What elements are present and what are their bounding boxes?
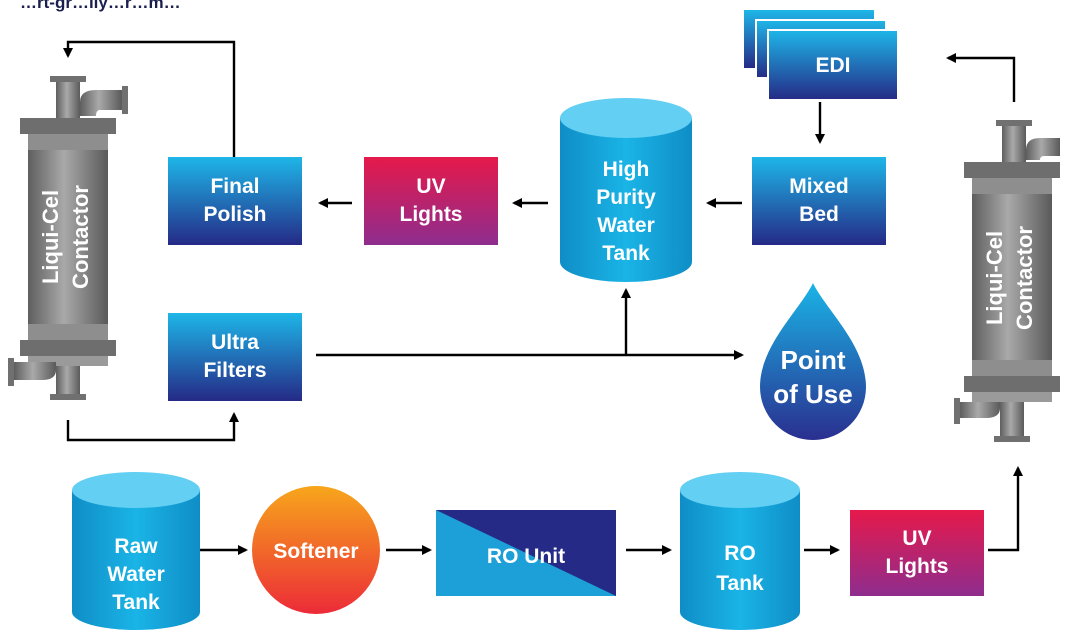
arrow-contactor-to-filters: [66, 412, 239, 442]
contactor-left-label-line1: Liqui-Cel: [38, 190, 63, 284]
final-polish-label-line2: Polish: [203, 203, 266, 226]
point-of-use-node: Point of Use: [760, 283, 866, 440]
high-purity-tank-label-line1: High: [603, 158, 650, 181]
mixed-bed-label-line2: Bed: [799, 203, 839, 226]
contactor-right-bottom-rim: [972, 392, 1052, 402]
contactor-right-body: [972, 194, 1052, 360]
ro-tank-label-line1: RO: [724, 542, 756, 565]
uv-lights-bottom-label-line2: Lights: [886, 555, 949, 578]
contactor-right-side-flange-bottom: [954, 398, 960, 424]
contactor-left-label-line2: Contactor: [68, 185, 93, 289]
mixed-bed-label-line1: Mixed: [789, 175, 849, 198]
ultra-filters-node: Ultra Filters: [168, 313, 302, 401]
contactor-right-bottom-flange: [994, 436, 1030, 442]
contactor-right-top-band: [972, 178, 1052, 194]
ultra-filters-label-line2: Filters: [203, 359, 266, 382]
contactor-right-label-line2: Contactor: [1012, 226, 1037, 330]
uv-lights-bottom-box: [850, 510, 984, 596]
edi-label: EDI: [815, 54, 850, 77]
uv-lights-bottom-node: UV Lights: [850, 510, 984, 596]
arrow-contactor-to-edi: [946, 53, 1016, 102]
final-polish-box: [168, 157, 302, 245]
contactor-right-label-line1: Liqui-Cel: [982, 231, 1007, 325]
ro-tank-label-line2: Tank: [716, 572, 764, 595]
contactor-left-top-cap: [20, 118, 116, 134]
raw-water-tank-top: [72, 472, 200, 508]
contactor-right-side-port-bottom: [960, 402, 1000, 418]
uv-lights-top-label-line2: Lights: [400, 203, 463, 226]
high-purity-tank-top: [560, 98, 692, 138]
uv-lights-top-node: UV Lights: [364, 157, 498, 245]
uv-lights-top-label-line1: UV: [416, 175, 445, 198]
ro-tank-node: RO Tank: [680, 472, 800, 630]
contactor-right-side-port-top: [1026, 138, 1060, 160]
flow-arrows: [63, 40, 1023, 555]
contactor-left-side-flange-top: [122, 86, 128, 114]
contactor-left-side-port-top: [80, 90, 122, 116]
softener-label: Softener: [273, 540, 358, 563]
final-polish-label-line1: Final: [210, 175, 259, 198]
ultra-filters-box: [168, 313, 302, 401]
ro-tank-top: [680, 472, 800, 508]
contactor-left-top-band: [28, 134, 108, 150]
raw-water-tank-node: Raw Water Tank: [72, 472, 200, 630]
arrow-polish-to-contactor: [63, 40, 236, 157]
edi-node: EDI: [744, 10, 899, 101]
contactor-right-top-cap: [964, 162, 1060, 178]
ro-unit-node: RO Unit: [436, 510, 616, 596]
uv-lights-top-box: [364, 157, 498, 245]
raw-water-tank-label-line1: Raw: [114, 535, 158, 558]
softener-node: Softener: [252, 486, 380, 614]
contactor-left-bottom-band: [28, 324, 108, 340]
edi-layer-front: [767, 29, 899, 101]
ultra-filters-label-line1: Ultra: [211, 331, 259, 354]
softener-circle: [252, 486, 380, 614]
raw-water-tank-body: [72, 490, 200, 630]
uv-lights-bottom-label-line1: UV: [902, 527, 931, 550]
ro-unit-membrane-diagonal: [436, 510, 616, 596]
contactor-right-top-flange: [996, 120, 1032, 126]
contactor-left-side-flange-bottom: [8, 358, 14, 386]
raw-water-tank-label-line3: Tank: [112, 591, 160, 614]
high-purity-tank-node: High Purity Water Tank: [560, 98, 692, 282]
mixed-bed-node: Mixed Bed: [752, 157, 886, 245]
high-purity-tank-body: [560, 118, 692, 282]
point-of-use-label-line2: of Use: [773, 379, 852, 409]
contactor-left-body: [28, 150, 108, 324]
high-purity-tank-label-line3: Water: [597, 214, 655, 237]
contactor-right-bottom-band: [972, 360, 1052, 376]
contactor-left-bottom-pipe: [56, 366, 80, 396]
contactor-left-top-pipe: [56, 78, 80, 118]
contactor-right-top-pipe: [1002, 124, 1026, 162]
contactor-left-bottom-flange: [50, 394, 86, 400]
contactor-left-side-port-bottom: [14, 362, 56, 380]
high-purity-tank-label-line4: Tank: [602, 242, 650, 265]
contactor-right-node: Liqui-Cel Contactor: [954, 120, 1060, 442]
mixed-bed-box: [752, 157, 886, 245]
contactor-left-bottom-rim: [28, 356, 108, 366]
ro-tank-body: [680, 490, 800, 630]
contactor-left-bottom-cap: [20, 340, 116, 356]
water-drop-icon: [760, 283, 866, 440]
contactor-left-node: Liqui-Cel Contactor: [8, 76, 128, 400]
contactor-right-bottom-pipe: [1000, 402, 1024, 438]
raw-water-tank-label-line2: Water: [107, 563, 165, 586]
high-purity-tank-label-line2: Purity: [596, 186, 656, 209]
diagram-title: …rt-gr…ily…r…m…: [20, 0, 181, 12]
contactor-left-top-flange: [50, 76, 86, 82]
final-polish-node: Final Polish: [168, 157, 302, 245]
arrow-uv-to-contactor: [988, 466, 1023, 552]
point-of-use-label-line1: Point: [781, 345, 846, 375]
ro-unit-label: RO Unit: [487, 545, 565, 568]
contactor-right-bottom-cap: [964, 376, 1060, 392]
